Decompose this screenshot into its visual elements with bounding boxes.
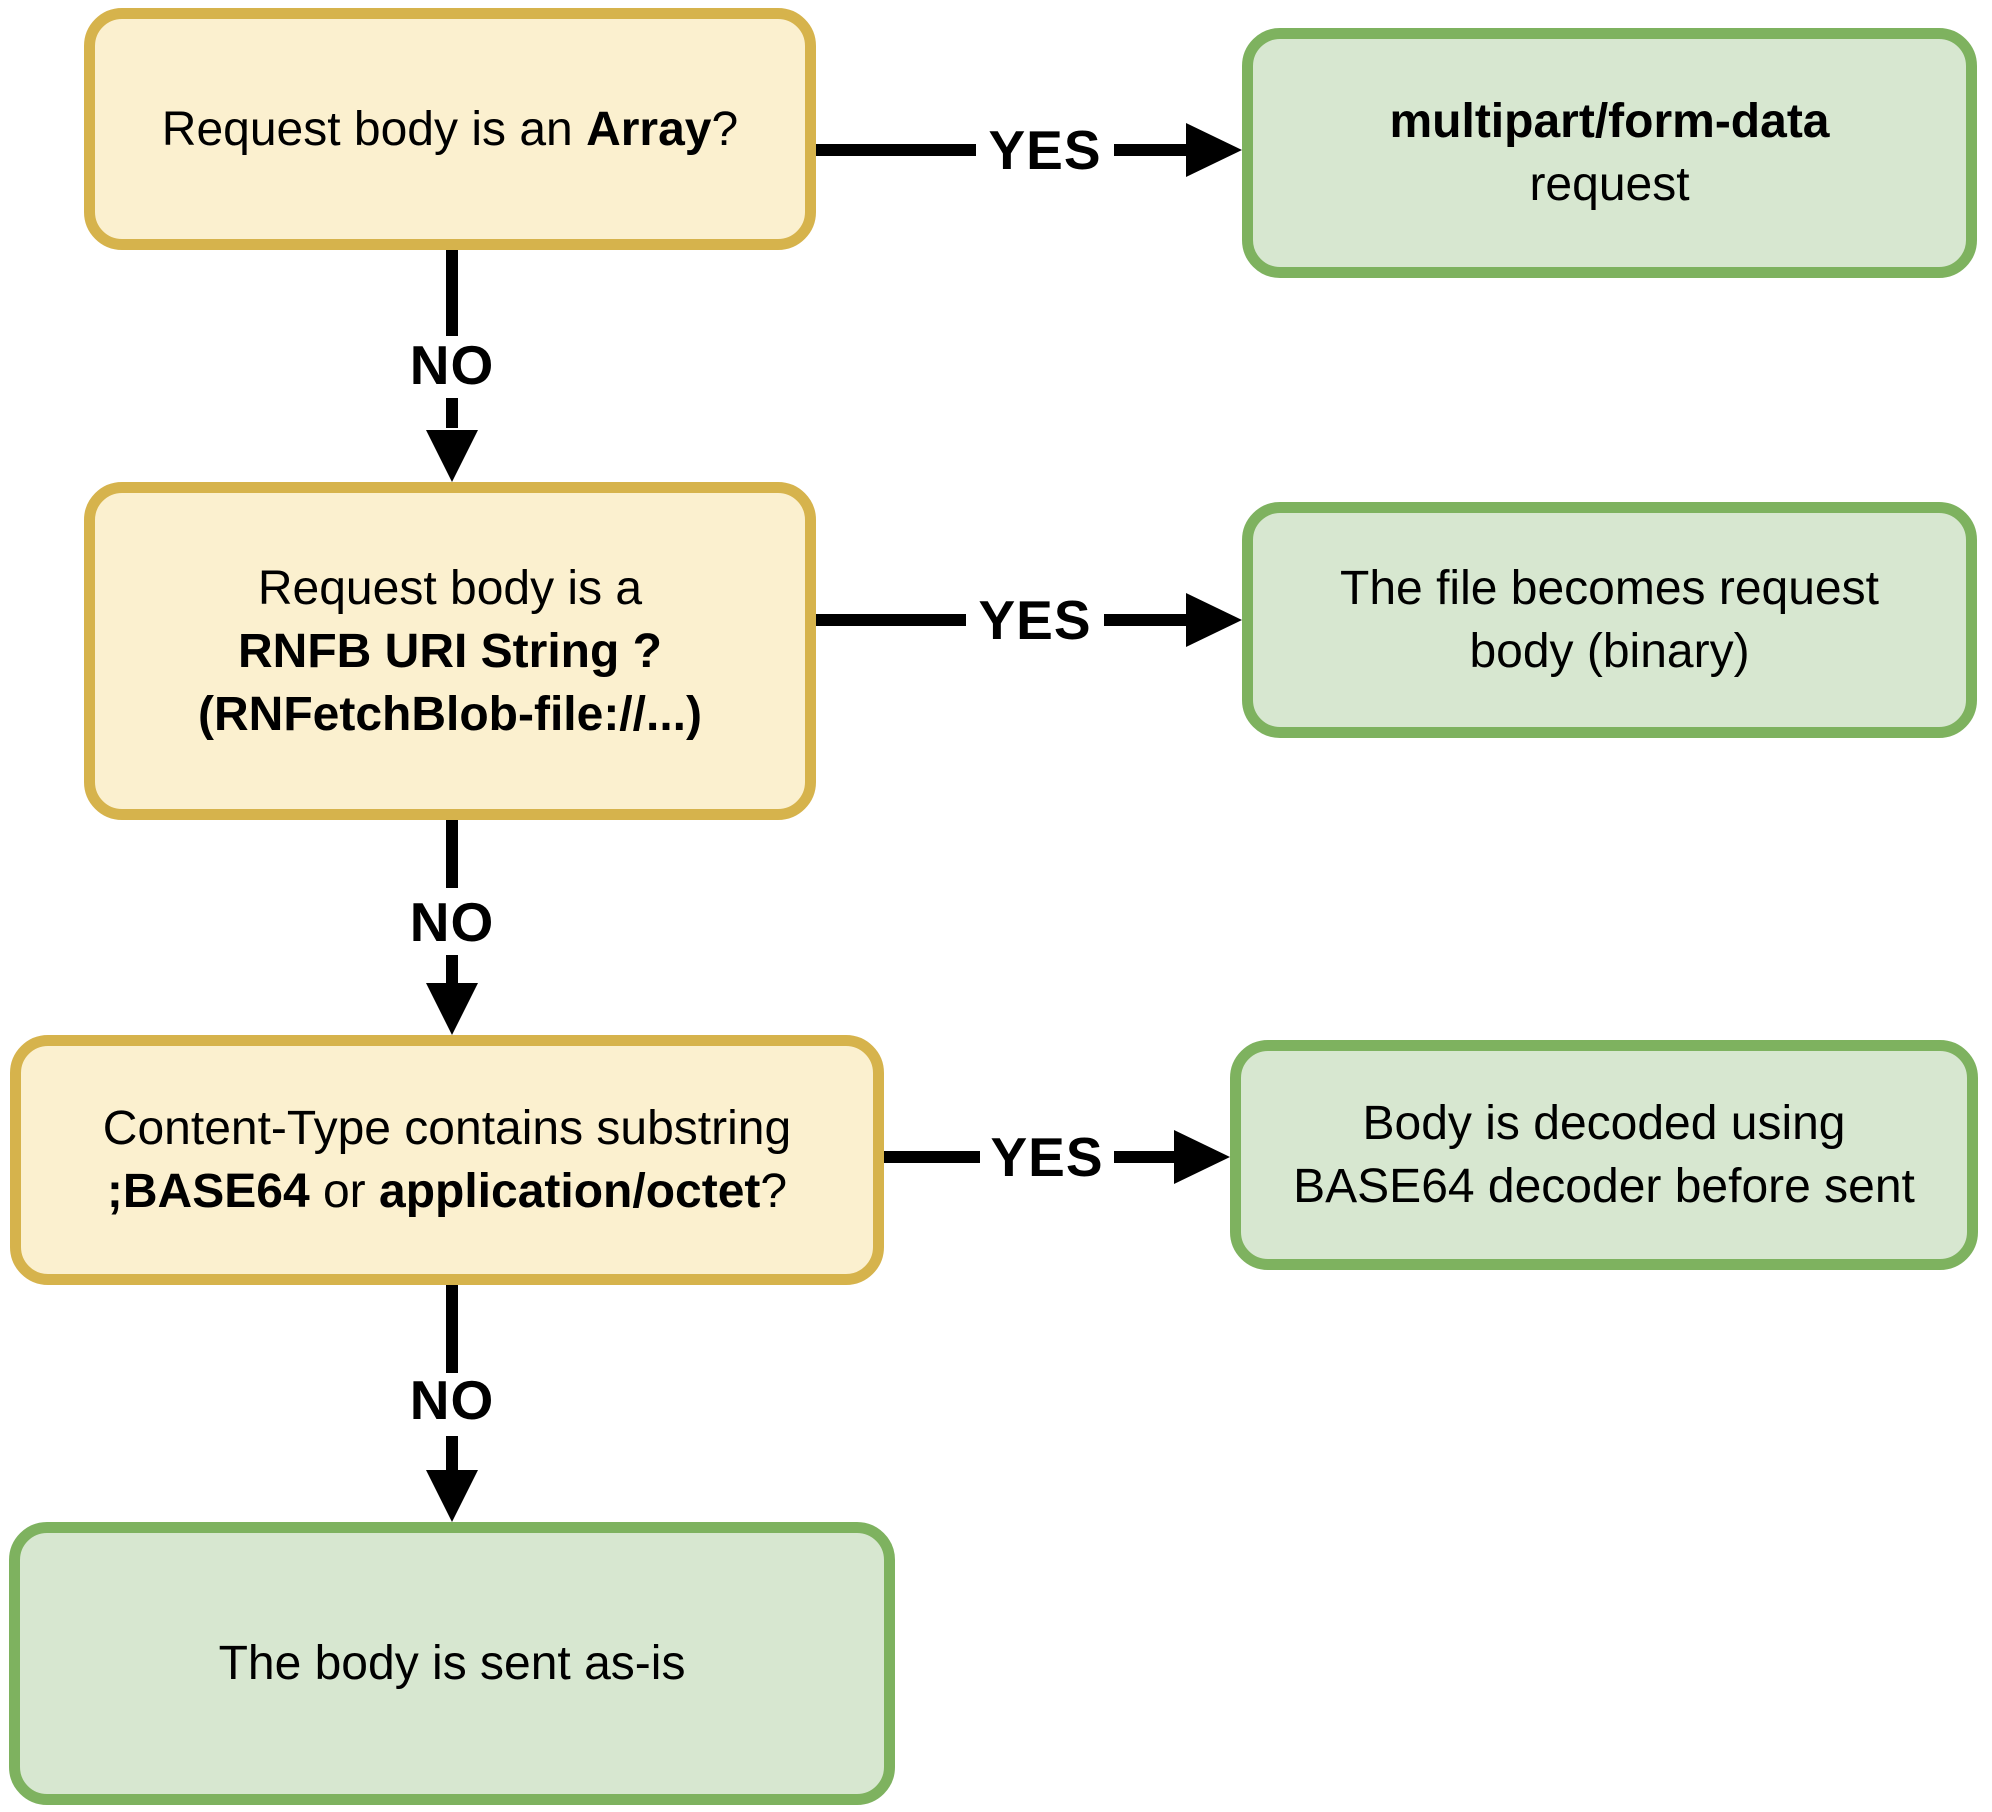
node-text-line: (RNFetchBlob-file://...) bbox=[198, 683, 702, 746]
arrowhead-down-icon bbox=[426, 430, 478, 482]
text-segment: Body is decoded using bbox=[1362, 1097, 1846, 1150]
yes-edge-1-line bbox=[816, 144, 976, 156]
result-node-sent-as-is: The body is sent as-is bbox=[9, 1522, 895, 1805]
arrowhead-right-icon bbox=[1186, 123, 1242, 177]
text-segment: ? bbox=[760, 1165, 788, 1218]
no-edge-1-label: NO bbox=[409, 334, 495, 396]
text-segment: The file becomes request bbox=[1340, 562, 1879, 615]
text-segment: ;BASE64 bbox=[106, 1165, 310, 1218]
text-segment: Request body is a bbox=[257, 561, 643, 615]
node-text-line: body (binary) bbox=[1469, 620, 1749, 683]
yes-edge-3-label: YES bbox=[990, 1126, 1104, 1188]
node-text-line: Request body is a bbox=[258, 557, 642, 620]
yes-edge-2-line bbox=[816, 614, 966, 626]
no-edge-3-line bbox=[446, 1285, 458, 1373]
text-segment: body (binary) bbox=[1469, 625, 1750, 678]
result-node-base64-decoded: Body is decoded using BASE64 decoder bef… bbox=[1230, 1040, 1978, 1270]
question-node-is-array: Request body is an Array? bbox=[84, 8, 816, 250]
result-node-file-binary: The file becomes request body (binary) bbox=[1242, 502, 1977, 738]
no-edge-2-label: NO bbox=[409, 891, 495, 953]
yes-edge-3-line bbox=[884, 1151, 980, 1163]
yes-edge-2-label: YES bbox=[978, 589, 1092, 651]
yes-edge-1-line bbox=[1114, 144, 1186, 156]
no-edge-1-line bbox=[446, 398, 458, 428]
yes-edge-3-line bbox=[1114, 1151, 1174, 1163]
text-segment: The body is sent as-is bbox=[218, 1637, 686, 1690]
node-text-line: multipart/form-data bbox=[1389, 90, 1829, 153]
text-segment: (RNFetchBlob-file://...) bbox=[198, 687, 702, 741]
text-segment: ? bbox=[711, 102, 739, 156]
arrowhead-down-icon bbox=[426, 1470, 478, 1522]
node-text-line: ;BASE64 or application/octet? bbox=[107, 1160, 787, 1223]
yes-edge-2-line bbox=[1104, 614, 1186, 626]
text-segment: multipart/form-data bbox=[1389, 95, 1830, 148]
text-segment: Array bbox=[586, 102, 712, 156]
question-node-content-type: Content-Type contains substring ;BASE64 … bbox=[10, 1035, 884, 1285]
arrowhead-right-icon bbox=[1174, 1130, 1230, 1184]
text-segment: Content-Type contains substring bbox=[102, 1102, 792, 1155]
node-text-line: The file becomes request bbox=[1340, 557, 1879, 620]
yes-edge-1-label: YES bbox=[988, 119, 1102, 181]
text-segment: BASE64 decoder before sent bbox=[1293, 1160, 1915, 1213]
node-text-line: Content-Type contains substring bbox=[103, 1097, 791, 1160]
result-node-multipart: multipart/form-data request bbox=[1242, 28, 1977, 278]
question-node-is-rnfb-uri: Request body is a RNFB URI String ? (RNF… bbox=[84, 482, 816, 820]
node-text-line: request bbox=[1529, 153, 1689, 216]
node-text-line: RNFB URI String ? bbox=[238, 620, 662, 683]
text-segment: or bbox=[309, 1165, 379, 1218]
node-text-line: Body is decoded using bbox=[1363, 1092, 1846, 1155]
text-segment: application/octet bbox=[379, 1165, 761, 1218]
text-segment: request bbox=[1529, 158, 1690, 211]
node-text-line: Request body is an Array? bbox=[162, 98, 738, 161]
arrowhead-down-icon bbox=[426, 983, 478, 1035]
arrowhead-right-icon bbox=[1186, 593, 1242, 647]
no-edge-2-line bbox=[446, 955, 458, 983]
node-text-line: BASE64 decoder before sent bbox=[1293, 1155, 1915, 1218]
no-edge-3-label: NO bbox=[409, 1369, 495, 1431]
text-segment: RNFB URI String ? bbox=[238, 624, 662, 678]
node-text-line: The body is sent as-is bbox=[219, 1632, 686, 1695]
text-segment: Request body is an bbox=[161, 102, 587, 156]
no-edge-2-line bbox=[446, 820, 458, 888]
no-edge-1-line bbox=[446, 250, 458, 336]
no-edge-3-line bbox=[446, 1436, 458, 1470]
